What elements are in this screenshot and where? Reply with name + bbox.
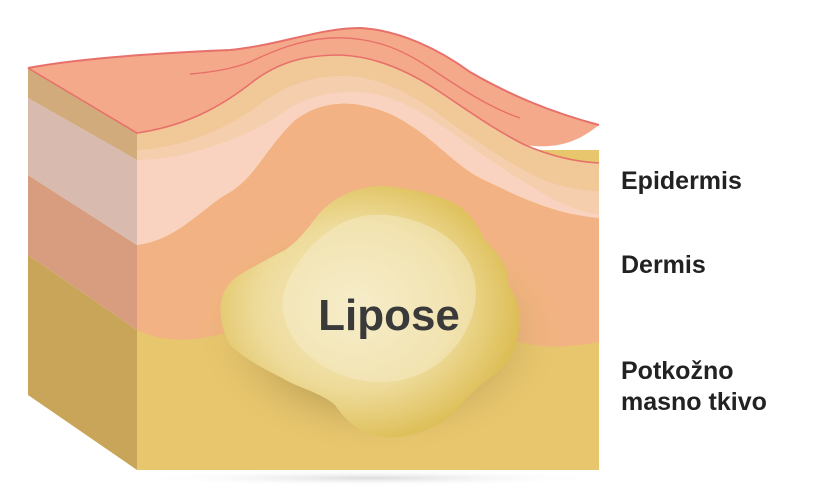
label-subcutaneous-line1: Potkožno: [621, 357, 734, 385]
skin-edge-outline: [27, 54, 600, 164]
skin-fold-line: [189, 37, 521, 119]
ground-shadow: [130, 470, 610, 486]
side-fat-layer: [28, 255, 137, 470]
epidermis-band: [137, 55, 599, 214]
label-subcutaneous-line2: masno tkivo: [621, 388, 767, 417]
epidermis-inner-strip: [137, 75, 599, 214]
lipoma-highlight: [282, 214, 476, 382]
skin-outline: [27, 26, 600, 126]
top-skin-surface: [28, 28, 599, 147]
side-epidermis-light: [28, 98, 137, 245]
lipoma-label: Lipose: [318, 291, 460, 340]
label-dermis: Dermis: [621, 251, 706, 279]
side-dermis-layer: [28, 175, 137, 330]
label-epidermis: Epidermis: [621, 167, 742, 195]
lipoma: [220, 185, 520, 438]
side-epidermis-band: [28, 68, 137, 160]
epidermis-light-layer: [137, 92, 599, 245]
left-side-face: [28, 68, 137, 470]
label-subcutaneous-fat: Potkožno masno tkivo: [621, 356, 767, 419]
